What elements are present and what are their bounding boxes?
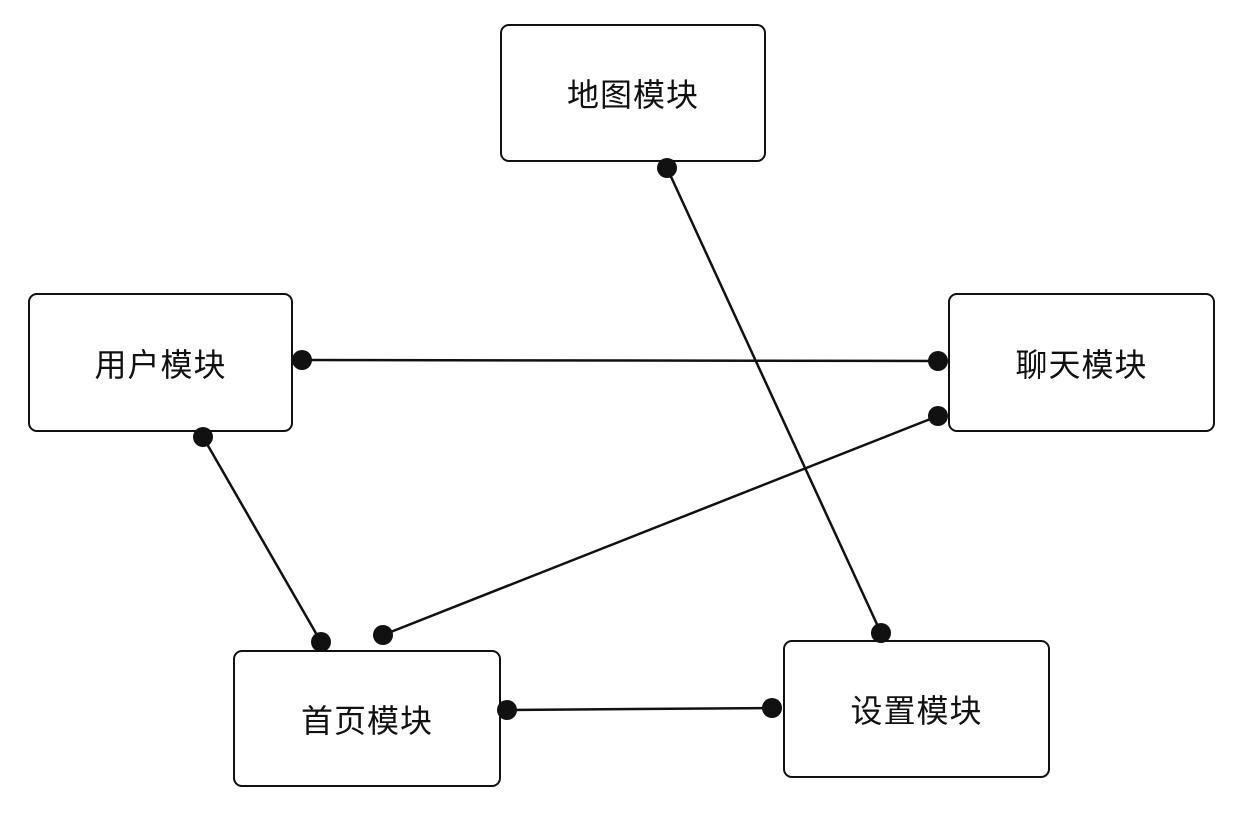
connector-dot-chat xyxy=(928,351,948,371)
connector-dot-chat xyxy=(928,406,948,426)
edge-user-chat xyxy=(301,358,939,363)
edge-home-chat xyxy=(382,414,939,637)
node-map-label: 地图模块 xyxy=(566,77,699,113)
node-settings-module[interactable]: 设置模块 xyxy=(783,640,1050,778)
node-map-module[interactable]: 地图模块 xyxy=(500,24,766,162)
node-user-label: 用户模块 xyxy=(94,346,227,383)
node-home-label: 首页模块 xyxy=(300,702,433,739)
node-chat-module[interactable]: 聊天模块 xyxy=(948,293,1215,432)
node-user-module[interactable]: 用户模块 xyxy=(28,293,293,432)
node-home-module[interactable]: 首页模块 xyxy=(233,650,501,787)
edge-user-home xyxy=(201,436,323,643)
edge-map-settings xyxy=(665,167,883,634)
edge-home-settings xyxy=(506,706,773,712)
connector-dot-settings xyxy=(762,698,782,718)
connector-dot-home xyxy=(373,625,393,645)
node-chat-label: 聊天模块 xyxy=(1015,346,1148,383)
connector-dot-user xyxy=(292,350,312,370)
connector-dot-home xyxy=(311,632,331,652)
node-settings-label: 设置模块 xyxy=(850,693,983,729)
